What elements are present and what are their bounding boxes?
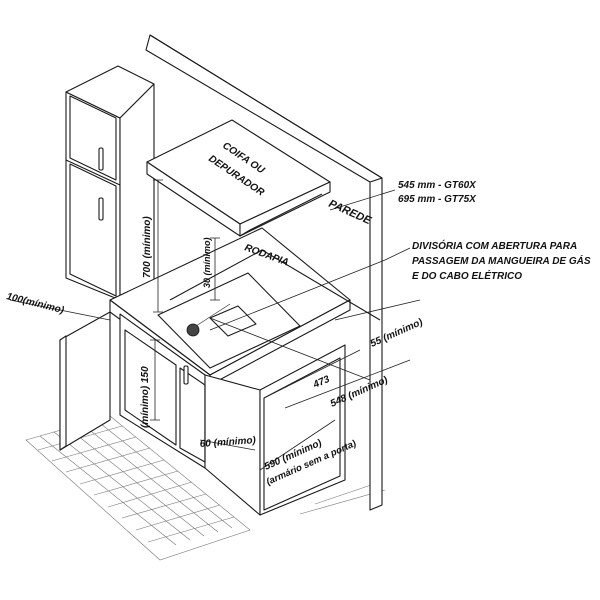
back-wall <box>145 34 383 511</box>
divider-label-line1: DIVISÓRIA COM ABERTURA PARA <box>412 239 577 252</box>
side-left-dimension: 100(mínimo) <box>5 291 65 316</box>
dimension-lines <box>9 179 421 471</box>
divider-label-line2: PASSAGEM DA MANGUEIRA DE GÁS <box>412 254 591 267</box>
baseboard-strip <box>169 249 381 321</box>
gas-hose-opening <box>186 323 200 337</box>
counter-depth-dimension: 60 (mínimo) <box>199 435 256 450</box>
wall-label: PAREDE <box>327 198 374 228</box>
range-hood <box>146 119 331 237</box>
lower-door-handle <box>98 197 104 221</box>
model-gt75-label: 695 mm - GT75X <box>398 194 477 205</box>
divider-label-line3: E DO CABO ELÉTRICO <box>412 269 522 282</box>
upper-door-handle <box>98 147 104 171</box>
hood-height-dimension: 700 (mínimo) <box>142 216 153 278</box>
wall-gap-dimension: 30 (mínimo) <box>202 237 212 288</box>
cabinet-door-handle <box>183 365 189 385</box>
model-gt60-label: 545 mm - GT60X <box>398 180 477 191</box>
side-panel <box>59 311 111 451</box>
below-height-dimension: (mínimo) 150 <box>140 366 151 428</box>
tall-cabinet <box>65 65 155 301</box>
lower-cabinet <box>119 313 346 516</box>
